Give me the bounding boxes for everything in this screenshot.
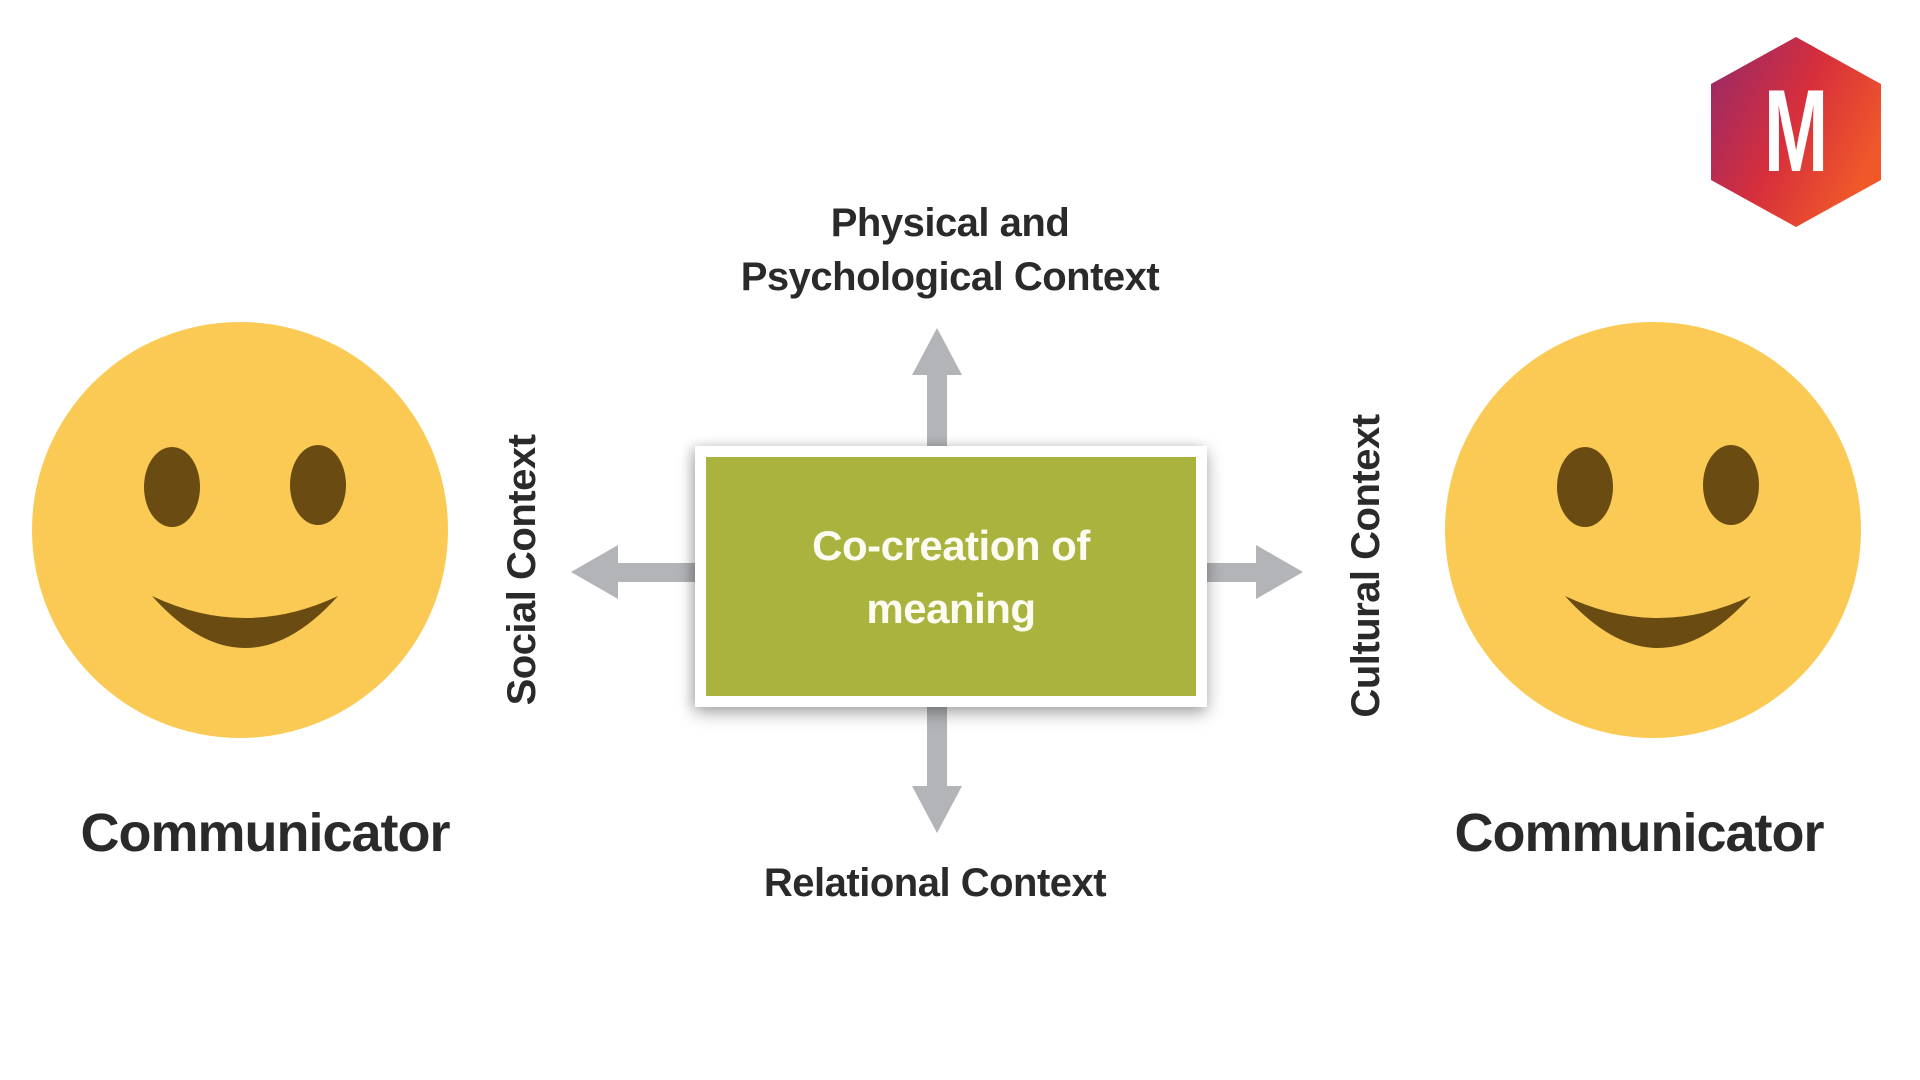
logo-letter: M [1763,65,1829,196]
hexagon-logo-icon [1711,37,1881,227]
communicator-right-label: Communicator [1454,803,1824,863]
co-creation-box: Co-creation of meaning [695,446,1207,707]
right-arrow-icon [1256,545,1303,599]
cultural-context-label: Cultural Context [1344,414,1388,718]
up-arrow-icon [912,328,962,375]
co-creation-box-fill: Co-creation of meaning [706,457,1196,696]
physical-psychological-context-label: Physical and Psychological Context [660,196,1240,304]
up-arrow-shaft [927,373,947,448]
smiley-face-icon [1445,322,1861,738]
communicator-left-label: Communicator [80,803,450,863]
physical-psychological-context-line2: Psychological Context [740,255,1160,299]
social-context-label: Social Context [500,434,544,706]
co-creation-line1: Co-creation of [812,521,1090,569]
relational-context-label: Relational Context [763,861,1107,905]
brand-logo: M [1711,37,1881,227]
left-arrow-icon [571,545,618,599]
down-arrow-shaft [927,707,947,787]
down-arrow-icon [912,786,962,833]
physical-psychological-context-line1: Physical and [830,201,1070,245]
left-arrow-shaft [617,563,697,582]
smiley-face-icon [32,322,448,738]
right-arrow-shaft [1205,563,1257,582]
co-creation-line2: meaning [866,584,1036,632]
